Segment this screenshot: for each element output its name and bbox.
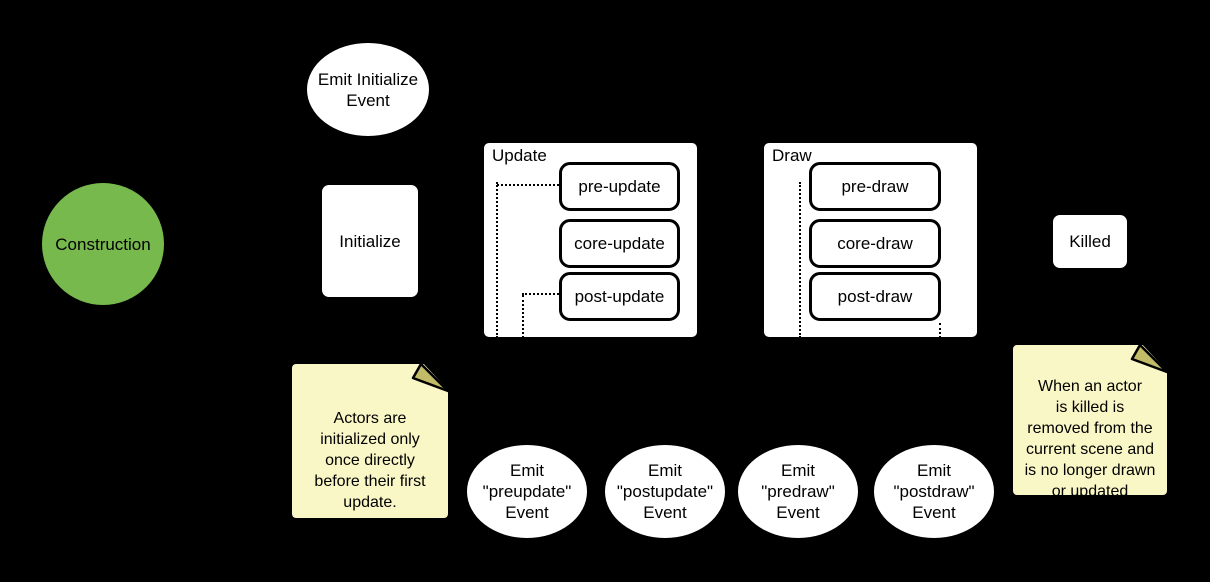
draw-dotted-line-vertical — [799, 182, 801, 338]
initialize-label: Initialize — [339, 231, 401, 251]
pre-update-label: pre-update — [578, 176, 661, 196]
draw-dotted-line-vertical-2 — [939, 323, 941, 338]
emit-initialize-event-label: Emit Initialize Event — [317, 69, 419, 110]
emit-postupdate-event-node: Emit "postupdate" Event — [603, 443, 727, 540]
emit-postdraw-event-label: Emit "postdraw" Event — [893, 461, 975, 522]
update-group-label: Update — [492, 146, 547, 165]
construction-label: Construction — [55, 234, 151, 254]
emit-predraw-event-label: Emit "predraw" Event — [761, 461, 835, 522]
initialize-note: Actors are initialized only once directl… — [290, 361, 451, 520]
update-group: Update pre-update core-update post-updat… — [482, 141, 699, 339]
note-fold-icon — [411, 361, 451, 393]
emit-preupdate-event-label: Emit "preupdate" Event — [482, 461, 572, 522]
killed-note-text: When an actor is killed is removed from … — [1024, 378, 1156, 500]
core-draw-step: core-draw — [809, 219, 941, 268]
post-draw-label: post-draw — [837, 286, 913, 306]
core-update-label: core-update — [574, 233, 665, 253]
initialize-note-text: Actors are initialized only once directl… — [314, 410, 426, 511]
note-fold-icon — [1130, 342, 1170, 374]
killed-node: Killed — [1051, 213, 1129, 270]
killed-note: When an actor is killed is removed from … — [1011, 342, 1170, 500]
emit-predraw-event-node: Emit "predraw" Event — [736, 443, 860, 540]
post-update-label: post-update — [574, 286, 665, 306]
update-dotted-line-to-postupdate — [522, 293, 559, 295]
update-dotted-line-vertical — [496, 182, 498, 338]
initialize-node: Initialize — [320, 183, 420, 299]
emit-preupdate-event-node: Emit "preupdate" Event — [465, 443, 589, 540]
update-dotted-line-to-preupdate — [497, 184, 559, 186]
construction-node: Construction — [42, 183, 164, 305]
draw-group-label: Draw — [772, 146, 812, 165]
pre-draw-label: pre-draw — [841, 176, 909, 196]
emit-postdraw-event-node: Emit "postdraw" Event — [872, 443, 996, 540]
post-update-step: post-update — [559, 272, 680, 321]
core-update-step: core-update — [559, 219, 680, 268]
post-draw-step: post-draw — [809, 272, 941, 321]
pre-draw-step: pre-draw — [809, 162, 941, 211]
pre-update-step: pre-update — [559, 162, 680, 211]
draw-group: Draw pre-draw core-draw post-draw — [762, 141, 979, 339]
update-dotted-line-vertical-2 — [522, 295, 524, 338]
core-draw-label: core-draw — [837, 233, 913, 253]
killed-label: Killed — [1069, 232, 1111, 251]
emit-postupdate-event-label: Emit "postupdate" Event — [616, 461, 714, 522]
emit-initialize-event-node: Emit Initialize Event — [305, 41, 431, 138]
